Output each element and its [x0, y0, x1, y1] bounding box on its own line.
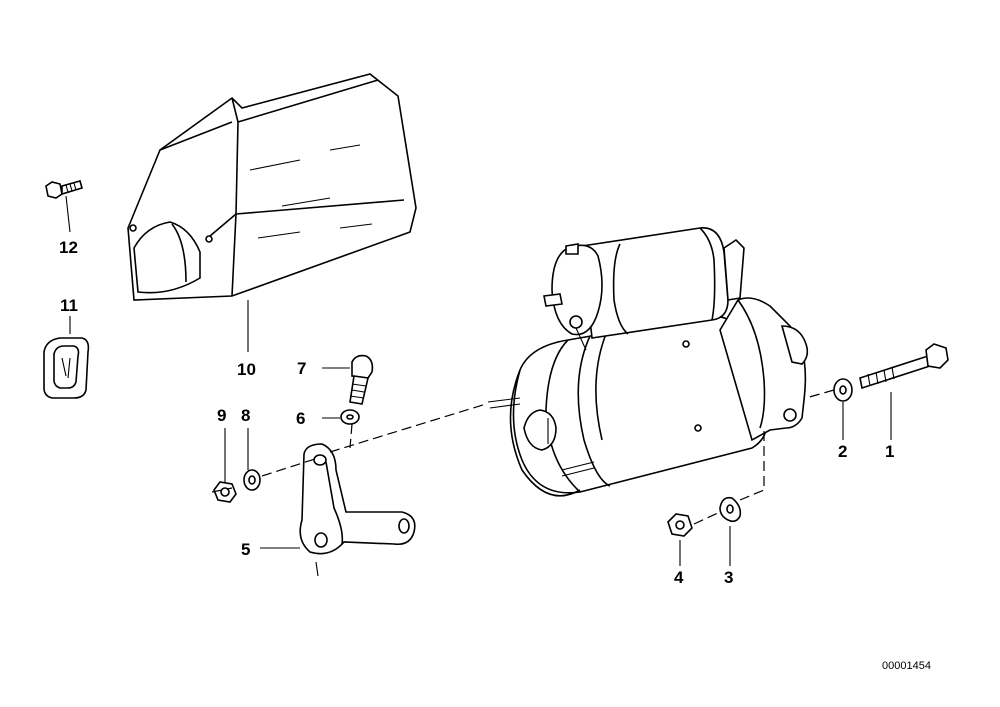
- callout-8: 8: [241, 406, 250, 425]
- washer-2[interactable]: [805, 378, 853, 440]
- callout-7: 7: [297, 359, 306, 378]
- starter-motor[interactable]: [487, 227, 809, 497]
- assembly-line-main: [211, 403, 487, 493]
- assembly-line-right: [693, 430, 765, 525]
- grommet-11[interactable]: [43, 316, 90, 399]
- screw-7[interactable]: [322, 354, 374, 405]
- callout-11: 11: [60, 296, 78, 315]
- washer-6[interactable]: [322, 409, 360, 425]
- callout-3: 3: [724, 568, 733, 587]
- callout-9: 9: [217, 406, 226, 425]
- washer-8[interactable]: [243, 428, 261, 491]
- callout-4: 4: [674, 568, 684, 587]
- callout-12: 12: [59, 238, 78, 257]
- callout-2: 2: [838, 442, 847, 461]
- through-bolt-1[interactable]: [859, 343, 949, 440]
- heat-shield-cover[interactable]: [127, 73, 417, 301]
- washer-3[interactable]: [719, 496, 742, 566]
- nut-4[interactable]: [667, 513, 693, 566]
- callout-10: 10: [237, 360, 256, 379]
- diagram-reference-number: 00001454: [882, 660, 931, 672]
- bolt-12[interactable]: [45, 180, 83, 233]
- assembly-line-screw: [349, 423, 353, 449]
- support-bracket-5[interactable]: [260, 443, 416, 577]
- callout-1: 1: [885, 442, 894, 461]
- callout-6: 6: [296, 409, 305, 428]
- callout-5: 5: [241, 540, 250, 559]
- nut-9[interactable]: [213, 428, 237, 503]
